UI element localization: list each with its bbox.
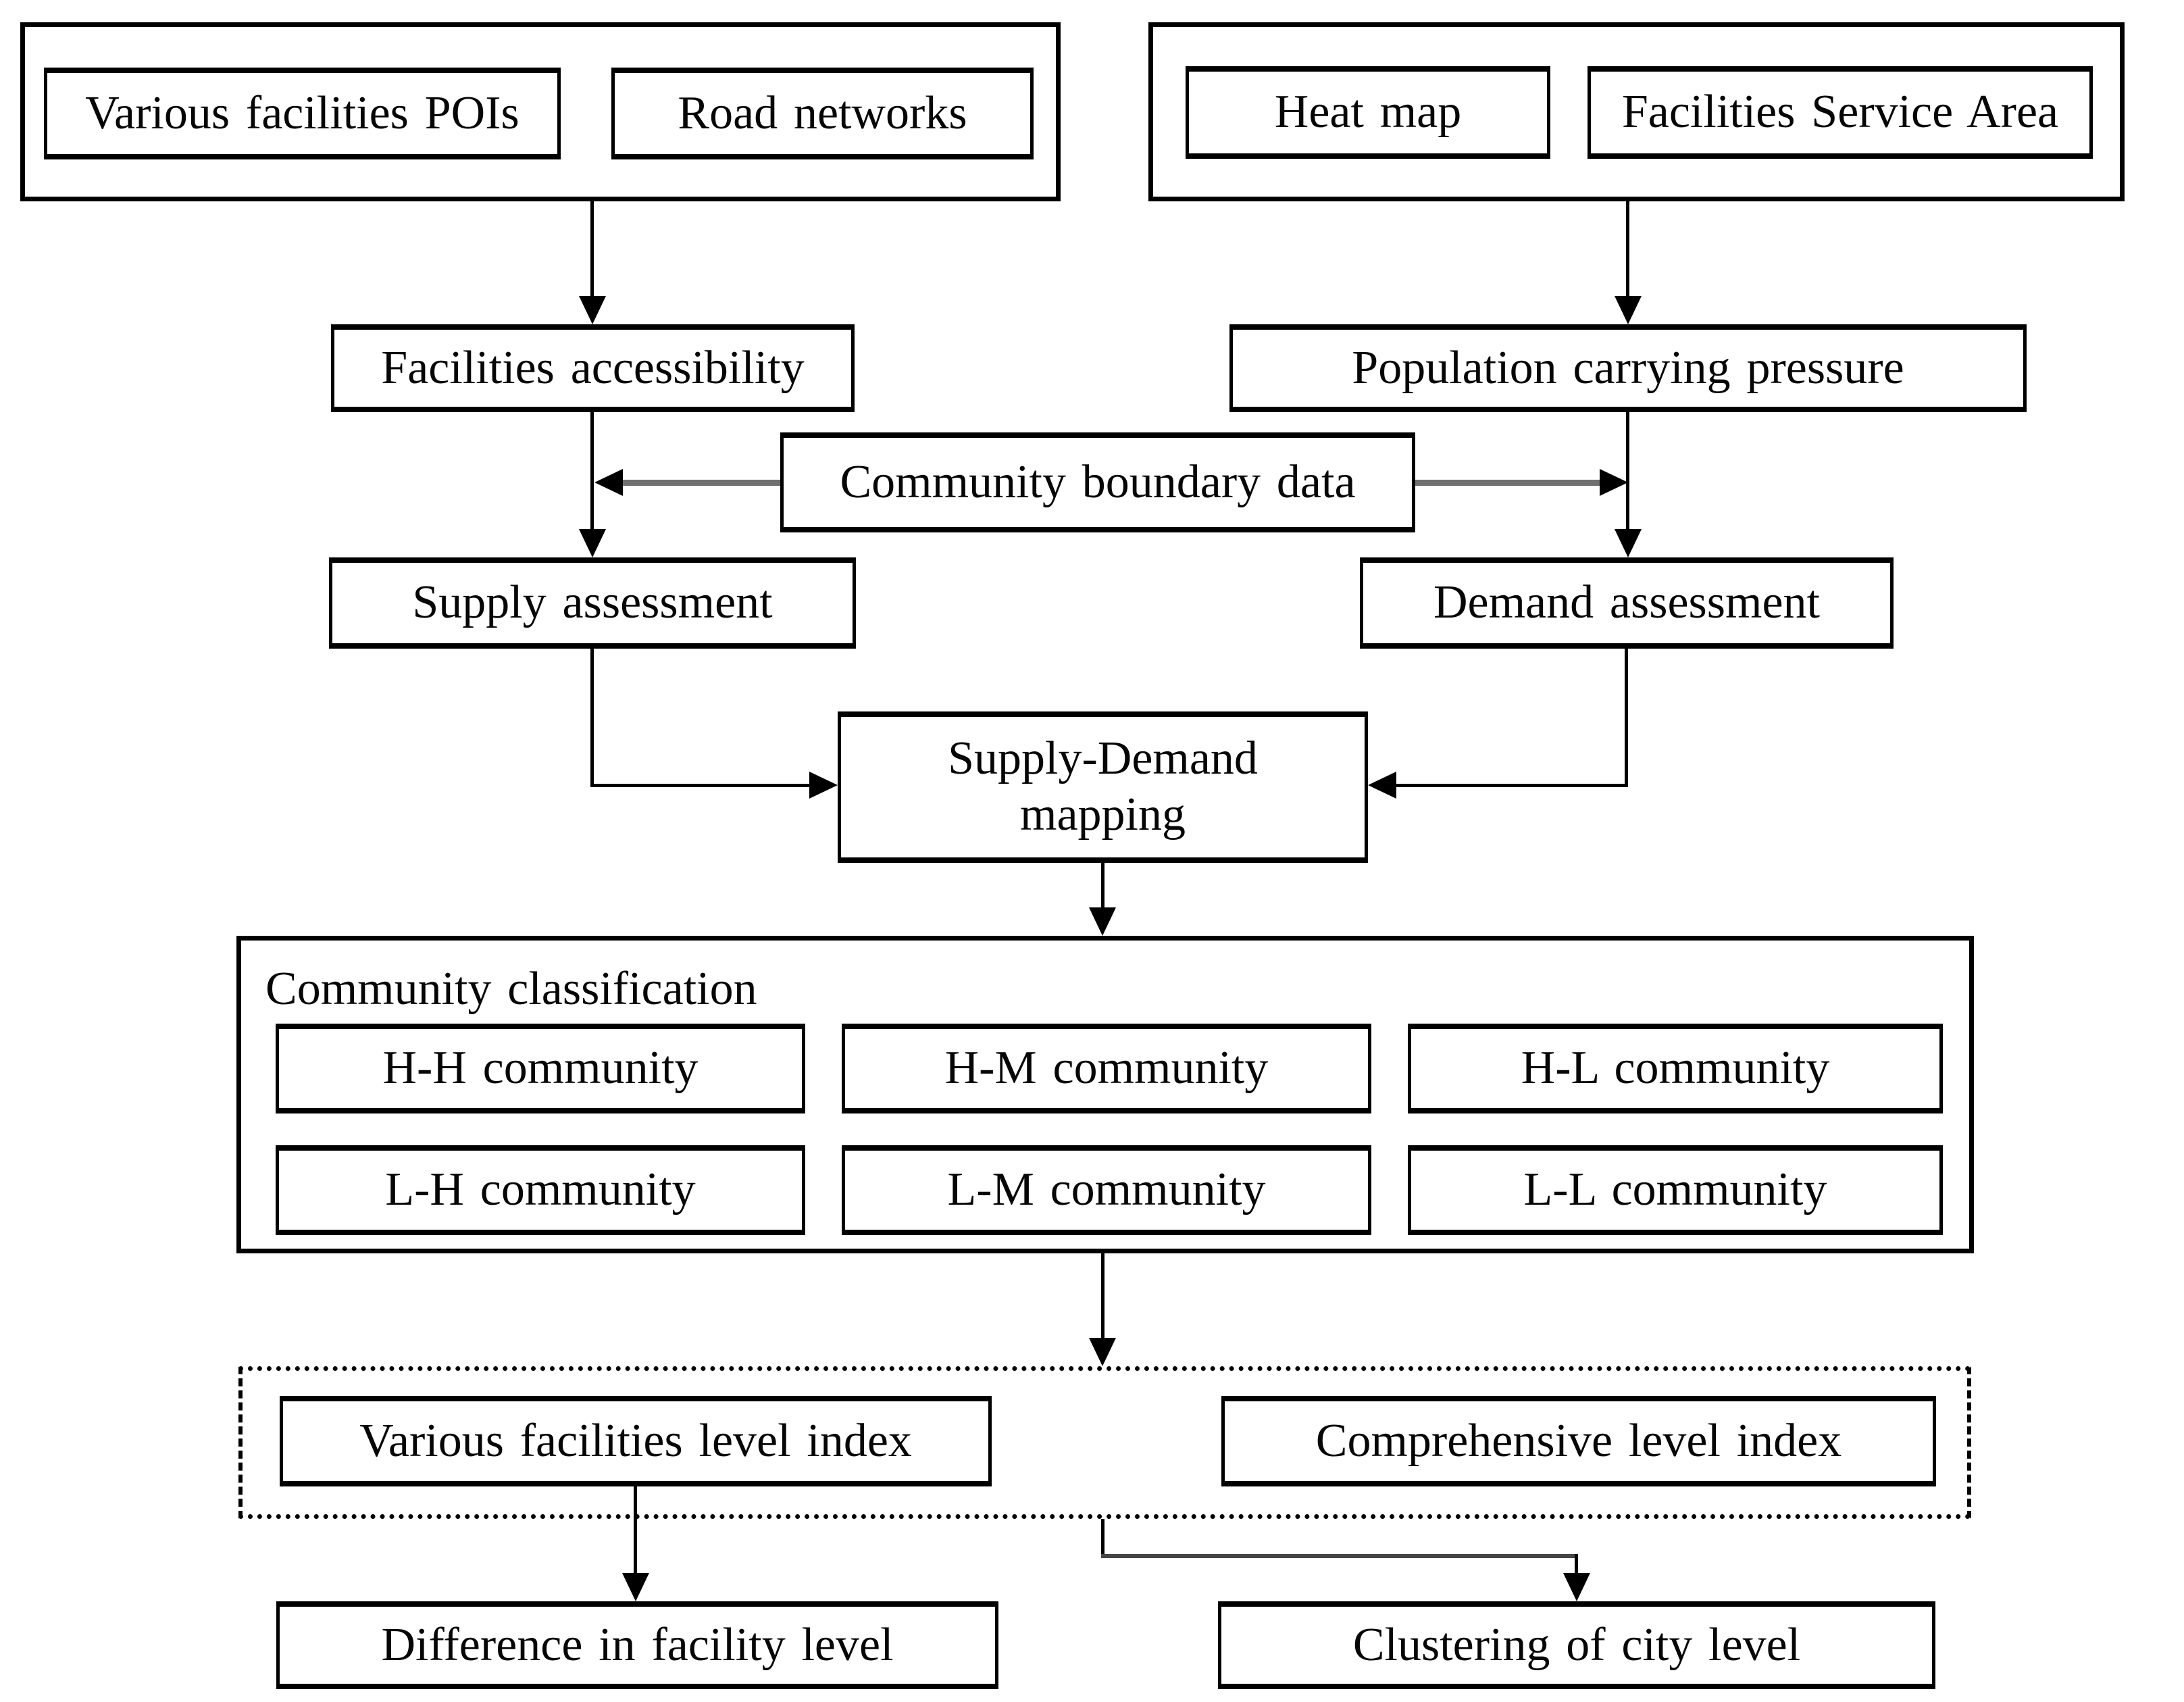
node-facilities-service-area: Facilities Service Area: [1588, 66, 2093, 159]
node-road-networks: Road networks: [611, 68, 1034, 159]
connector-demand-elbow-v: [1625, 649, 1628, 787]
arrowhead-down: [579, 296, 606, 324]
node-label: Facilities Service Area: [1621, 86, 2059, 139]
community-classification-title: Community classification: [265, 963, 757, 1015]
node-lm-community: L-M community: [842, 1145, 1371, 1235]
arrowhead-left: [1368, 772, 1396, 799]
node-label: Supply assessment: [412, 576, 773, 629]
node-demand-assessment: Demand assessment: [1360, 557, 1894, 649]
node-comprehensive-level-index: Comprehensive level index: [1221, 1396, 1936, 1486]
node-label: H-M community: [944, 1042, 1269, 1095]
arrowhead-down: [579, 529, 606, 557]
connector-indices-clustering-h: [1101, 1554, 1578, 1558]
node-clustering-of-city-level: Clustering of city level: [1218, 1601, 1935, 1689]
arrowhead-down: [1563, 1573, 1590, 1601]
node-supply-demand-mapping: Supply-Demand mapping: [838, 711, 1368, 863]
node-population-carrying-pressure: Population carrying pressure: [1229, 324, 2027, 412]
node-label: Comprehensive level index: [1315, 1414, 1842, 1467]
node-label: Community boundary data: [840, 455, 1356, 508]
arrowhead-left: [594, 469, 623, 496]
connector-boundary-to-demand: [1415, 480, 1601, 486]
node-label: Difference in facility level: [381, 1618, 894, 1671]
node-supply-assessment: Supply assessment: [329, 557, 856, 649]
node-label: L-L community: [1523, 1163, 1827, 1216]
node-ll-community: L-L community: [1408, 1145, 1943, 1235]
node-label: Various facilities POIs: [85, 86, 519, 139]
node-label: L-M community: [947, 1163, 1266, 1216]
connector-indices-clustering-v2: [1575, 1554, 1578, 1576]
connector-accessibility-supply: [590, 412, 594, 530]
connector-supply-inputs: [590, 200, 594, 298]
arrowhead-down: [622, 1573, 649, 1601]
connector-demand-elbow-h: [1394, 784, 1627, 787]
connector-mapping-classification: [1101, 863, 1104, 910]
connector-classification-indices: [1101, 1253, 1104, 1340]
node-label: Population carrying pressure: [1352, 341, 1904, 394]
connector-supply-elbow-h: [590, 784, 813, 787]
node-difference-in-facility-level: Difference in facility level: [276, 1601, 998, 1689]
node-facilities-accessibility: Facilities accessibility: [331, 324, 855, 412]
node-label: H-L community: [1521, 1042, 1830, 1095]
node-label: H-H community: [382, 1042, 699, 1095]
arrowhead-down: [1615, 529, 1642, 557]
node-label: Various facilities level index: [359, 1414, 912, 1467]
connector-demand-inputs: [1626, 200, 1629, 298]
connector-index-difference: [634, 1486, 637, 1576]
node-hl-community: H-L community: [1408, 1024, 1943, 1113]
node-label: Demand assessment: [1433, 576, 1820, 629]
node-lh-community: L-H community: [276, 1145, 805, 1235]
node-hm-community: H-M community: [842, 1024, 1371, 1113]
node-various-facilities-level-index: Various facilities level index: [280, 1396, 992, 1486]
node-various-facilities-pois: Various facilities POIs: [44, 68, 561, 159]
node-label: Road networks: [678, 86, 967, 139]
arrowhead-down: [1615, 296, 1642, 324]
arrowhead-down: [1089, 1338, 1116, 1366]
connector-boundary-to-supply: [620, 480, 780, 486]
node-hh-community: H-H community: [276, 1024, 805, 1113]
node-label: Supply-Demand mapping: [948, 732, 1258, 841]
arrowhead-right: [809, 772, 838, 799]
node-heat-map: Heat map: [1186, 66, 1550, 159]
connector-indices-clustering-v1: [1101, 1519, 1104, 1557]
node-label: L-H community: [385, 1163, 696, 1216]
arrowhead-down: [1089, 907, 1116, 936]
node-label: Heat map: [1274, 86, 1462, 139]
connector-supply-elbow-v: [590, 649, 594, 787]
node-label: Facilities accessibility: [381, 341, 805, 394]
arrowhead-right: [1600, 469, 1628, 496]
node-label: Clustering of city level: [1352, 1618, 1801, 1671]
node-community-boundary-data: Community boundary data: [780, 432, 1415, 532]
